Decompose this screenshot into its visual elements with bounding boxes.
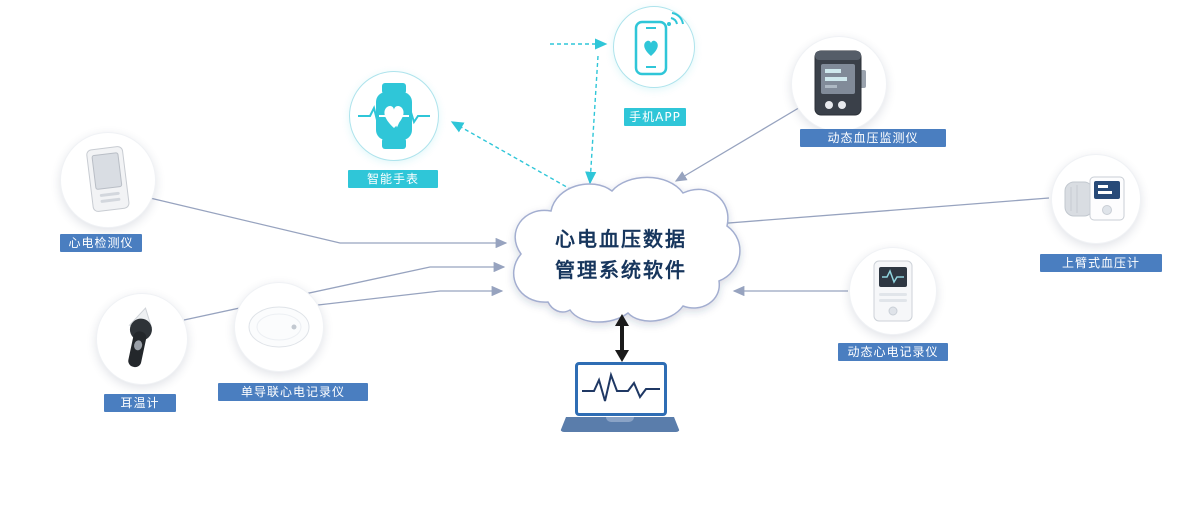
holter-label: 动态心电记录仪 xyxy=(838,343,948,361)
connector-phone-to-cloud xyxy=(585,55,599,185)
ear-thermometer-label: 耳温计 xyxy=(104,394,176,412)
connector-bp-to-cloud xyxy=(714,197,1050,229)
ear-thermometer-image xyxy=(128,307,153,368)
connector-patch-to-cloud xyxy=(317,285,504,306)
bp-meter-image xyxy=(1064,176,1125,221)
abpm-label: 动态血压监测仪 xyxy=(800,129,946,147)
cloud-title-line2: 管理系统软件 xyxy=(555,258,687,282)
handheld-ecg-node xyxy=(60,132,156,228)
handheld-ecg-label: 心电检测仪 xyxy=(60,234,142,252)
laptop-base-notch xyxy=(606,417,634,422)
ear-thermometer-node xyxy=(96,293,188,385)
smartphone-node xyxy=(613,6,695,88)
ecg-patch-label: 单导联心电记录仪 xyxy=(218,383,368,401)
smartwatch-label: 智能手表 xyxy=(348,170,438,188)
cloud-title: 心电血压数据 管理系统软件 xyxy=(537,224,705,286)
smartwatch-node xyxy=(349,71,439,161)
laptop-base xyxy=(560,417,680,432)
handheld-ecg-image xyxy=(86,146,130,212)
laptop-ecg-trace xyxy=(582,371,660,402)
cloud-title-line1: 心电血压数据 xyxy=(555,227,687,251)
holter-image xyxy=(873,260,913,322)
connector-abpm-to-cloud xyxy=(674,105,803,182)
smartwatch-heart-icon xyxy=(358,83,430,149)
smartphone-health-app-icon xyxy=(634,12,684,76)
ecg-patch-image xyxy=(248,306,310,348)
smartphone-label: 手机APP xyxy=(624,108,686,126)
holter-node xyxy=(849,247,937,335)
connector-cloud-to-watch xyxy=(450,121,573,191)
connector-ear-to-cloud xyxy=(183,261,506,321)
abpm-node xyxy=(791,36,887,132)
abpm-image xyxy=(814,50,866,116)
connector-handheld-to-cloud xyxy=(149,197,508,249)
connector-cloud-to-laptop xyxy=(615,314,629,362)
bp-meter-label: 上臂式血压计 xyxy=(1040,254,1162,272)
ecg-patch-node xyxy=(234,282,324,372)
bp-meter-node xyxy=(1051,154,1141,244)
laptop-ecg-icon xyxy=(575,362,667,416)
